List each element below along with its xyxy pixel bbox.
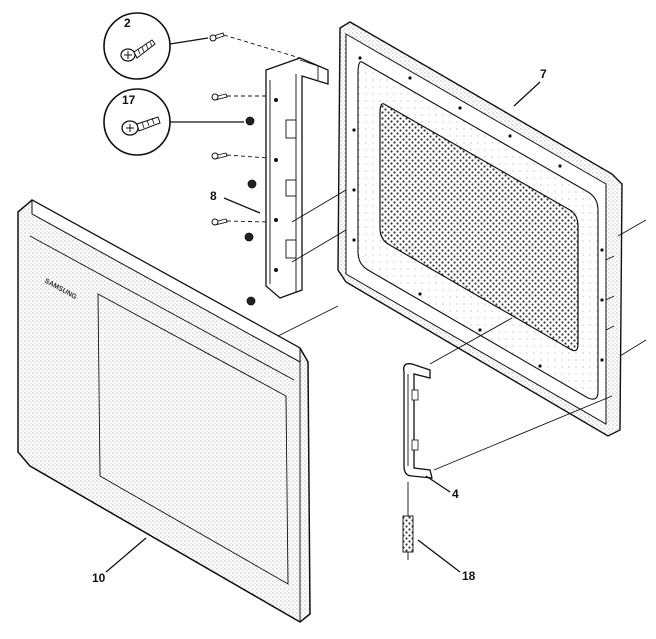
label-2: 2 (124, 16, 131, 30)
outer-door-panel: SAMSUNG (17, 199, 311, 623)
dark-screw-head-icon (246, 296, 256, 306)
label-4: 4 (452, 487, 459, 501)
spring-icon (402, 482, 414, 560)
callout-screw-2: 2 (103, 12, 209, 80)
leader-7 (513, 81, 541, 107)
inner-door-frame (337, 21, 623, 437)
hinge-screws (209, 32, 301, 306)
label-17: 17 (122, 93, 136, 107)
dark-screw-head-icon (245, 116, 255, 126)
dark-screw-icon (121, 116, 161, 136)
leader-2 (169, 37, 209, 45)
label-10: 10 (92, 571, 106, 585)
screw-small-icon (209, 32, 225, 42)
leader-18 (417, 539, 461, 573)
dark-screw-head-icon (244, 232, 254, 242)
label-7: 7 (540, 67, 547, 81)
screw-small-icon (211, 218, 228, 226)
leader-4 (425, 475, 451, 493)
leader-8 (223, 197, 261, 214)
dark-screw-head-icon (247, 179, 257, 189)
label-8: 8 (210, 189, 217, 203)
callout-screw-17: 17 (103, 88, 244, 156)
screw-icon (120, 39, 156, 62)
door-latch (403, 317, 613, 479)
screw-small-icon (211, 93, 228, 101)
label-18: 18 (462, 569, 476, 583)
hinge-bracket (265, 57, 329, 299)
screw-small-icon (211, 152, 228, 160)
leader-10 (105, 537, 147, 573)
